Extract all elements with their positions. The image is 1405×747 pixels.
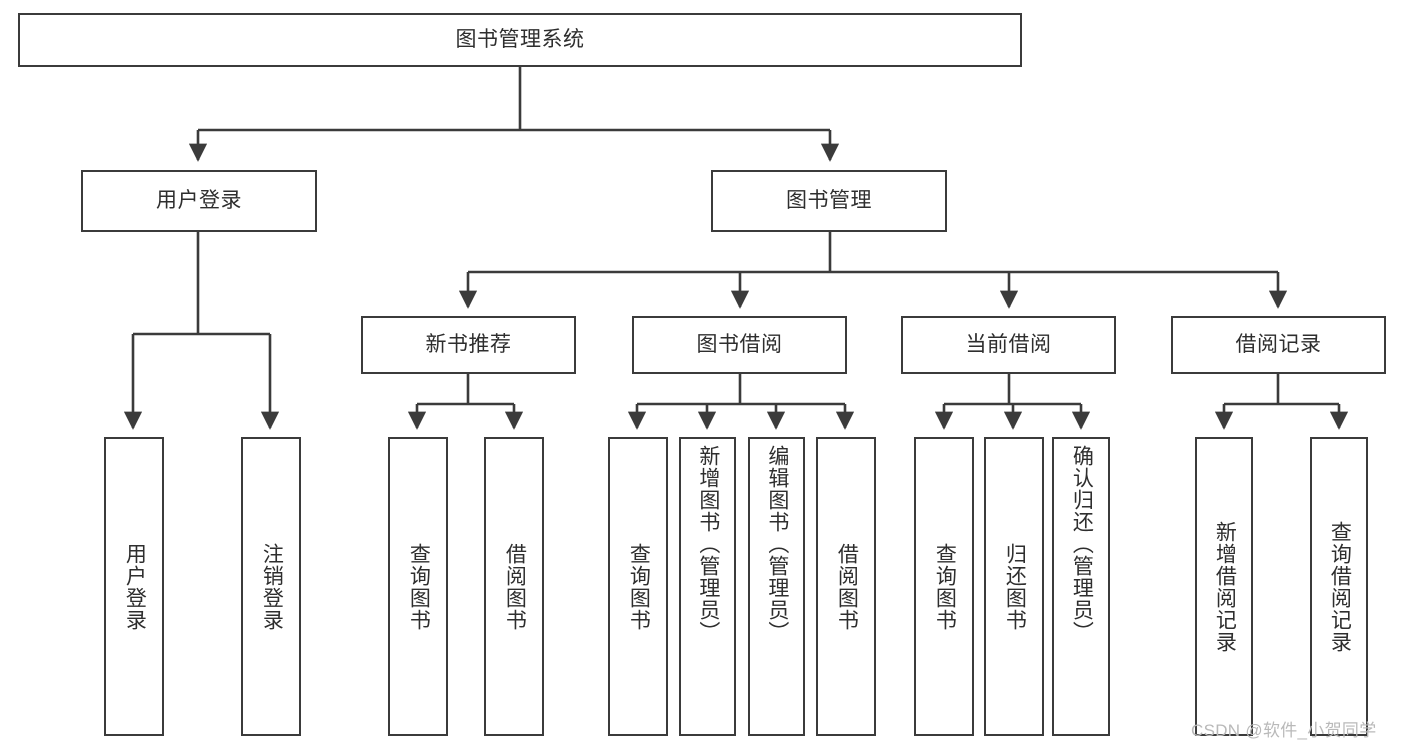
node-label: 查询借阅记录: [1328, 520, 1352, 653]
leaf-borrow-book-recommend[interactable]: 借阅图书: [484, 437, 544, 736]
connector-group-borrow-record: [1214, 374, 1349, 430]
node-label: 查询图书: [627, 542, 651, 631]
connector-group-current-borrow: [934, 374, 1091, 430]
node-label: 用户登录: [156, 189, 242, 213]
node-label: 新书推荐: [425, 333, 512, 357]
leaf-query-borrow-record[interactable]: 查询借阅记录: [1310, 437, 1368, 736]
node-label: 归还图书: [1003, 542, 1027, 631]
leaf-add-book[interactable]: 新增图书（管理员）: [679, 437, 736, 736]
leaf-query-book-current[interactable]: 查询图书: [914, 437, 974, 736]
node-label: 当前借阅: [965, 333, 1052, 357]
node-book-borrow[interactable]: 图书借阅: [632, 316, 847, 374]
leaf-add-borrow-record[interactable]: 新增借阅记录: [1195, 437, 1253, 736]
leaf-confirm-return[interactable]: 确认归还（管理员）: [1052, 437, 1110, 736]
node-label: 借阅图书: [835, 542, 859, 631]
node-borrow-record[interactable]: 借阅记录: [1171, 316, 1386, 374]
node-root-system[interactable]: 图书管理系统: [18, 13, 1022, 67]
node-label: 图书管理系统: [455, 28, 585, 52]
node-label: 注销登录: [260, 542, 284, 631]
node-label: 确认归还（管理员）: [1070, 445, 1094, 643]
node-label: 编辑图书（管理员）: [765, 445, 789, 643]
connector-group-new-book: [407, 374, 524, 430]
connector-group-user-login: [123, 232, 280, 430]
leaf-return-book[interactable]: 归还图书: [984, 437, 1044, 736]
leaf-query-book-recommend[interactable]: 查询图书: [388, 437, 448, 736]
node-book-management[interactable]: 图书管理: [711, 170, 947, 232]
leaf-borrow-book[interactable]: 借阅图书: [816, 437, 876, 736]
leaf-query-book-borrow[interactable]: 查询图书: [608, 437, 668, 736]
node-user-login[interactable]: 用户登录: [81, 170, 317, 232]
node-label: 新增图书（管理员）: [696, 445, 720, 643]
node-label: 借阅记录: [1235, 333, 1322, 357]
node-label: 用户登录: [123, 542, 147, 631]
node-label: 借阅图书: [503, 542, 527, 631]
node-current-borrow[interactable]: 当前借阅: [901, 316, 1116, 374]
leaf-edit-book[interactable]: 编辑图书（管理员）: [748, 437, 805, 736]
node-label: 图书借阅: [696, 333, 783, 357]
node-label: 查询图书: [407, 542, 431, 631]
connector-group-root: [188, 67, 840, 162]
leaf-logout-login[interactable]: 注销登录: [241, 437, 301, 736]
node-new-book-recommend[interactable]: 新书推荐: [361, 316, 576, 374]
connector-group-book-management: [458, 232, 1288, 309]
leaf-user-login[interactable]: 用户登录: [104, 437, 164, 736]
node-label: 图书管理: [786, 189, 872, 213]
node-label: 新增借阅记录: [1213, 520, 1237, 653]
connector-group-book-borrow: [627, 374, 855, 430]
node-label: 查询图书: [933, 542, 957, 631]
